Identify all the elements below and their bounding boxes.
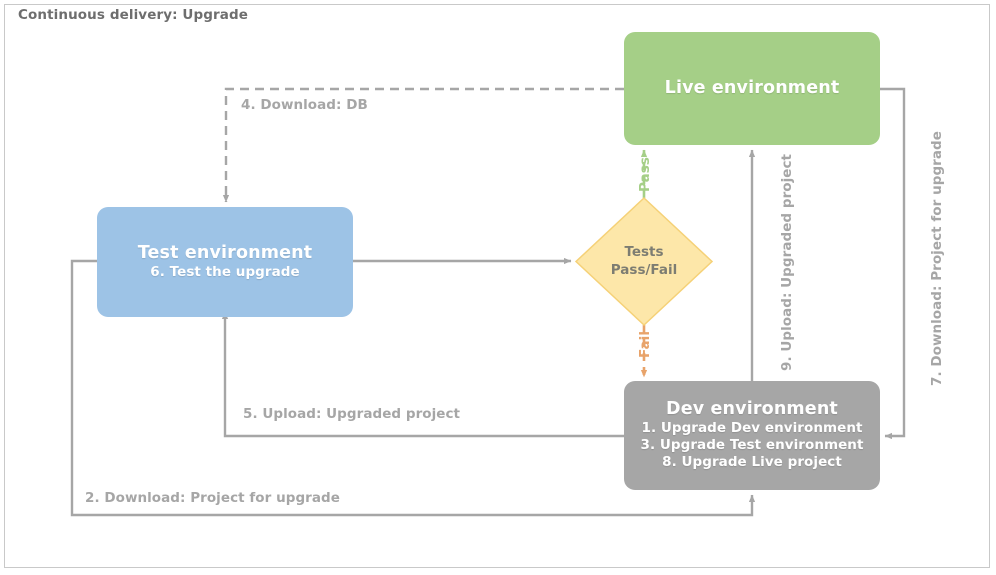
decision-node[interactable]: Tests Pass/Fail [576, 198, 712, 325]
node-test-line-1: 6. Test the upgrade [150, 263, 300, 280]
page-title: Continuous delivery: Upgrade [18, 7, 248, 23]
node-dev-line-1: 1. Upgrade Dev environment [641, 419, 863, 436]
decision-line-1: Tests [624, 243, 664, 260]
edge-upload-upgraded [221, 311, 624, 438]
node-dev-title: Dev environment [666, 399, 838, 420]
node-live-title: Live environment [664, 78, 840, 99]
edge-download-db [222, 87, 624, 203]
node-test-title: Test environment [137, 243, 313, 264]
decision-label: Tests Pass/Fail [576, 198, 712, 325]
node-dev-line-2: 3. Upgrade Test environment [640, 437, 864, 454]
edge-label-download-db: 4. Download: DB [241, 97, 368, 113]
edge-label-upload-upgraded: 5. Upload: Upgraded project [243, 406, 461, 422]
node-live-environment[interactable]: Live environment [624, 32, 880, 145]
decision-diamond [574, 196, 714, 327]
node-test-environment[interactable]: Test environment 6. Test the upgrade [97, 207, 353, 317]
node-dev-line-3: 8. Upgrade Live project [662, 454, 842, 471]
edge-label-pass: Pass [637, 157, 653, 192]
edge-label-fail: Fail [637, 331, 653, 358]
edge-label-download-project: 2. Download: Project for upgrade [85, 490, 340, 506]
decision-line-2: Pass/Fail [610, 261, 678, 278]
edge-download-upgrade-7 [880, 87, 906, 440]
edge-label-download-upgrade-7: 7. Download: Project for upgrade [929, 131, 945, 386]
node-dev-environment[interactable]: Dev environment 1. Upgrade Dev environme… [624, 381, 880, 490]
edge-label-upload-upgraded-9: 9. Upload: Upgraded project [779, 153, 795, 371]
edge-download-project [70, 259, 756, 517]
